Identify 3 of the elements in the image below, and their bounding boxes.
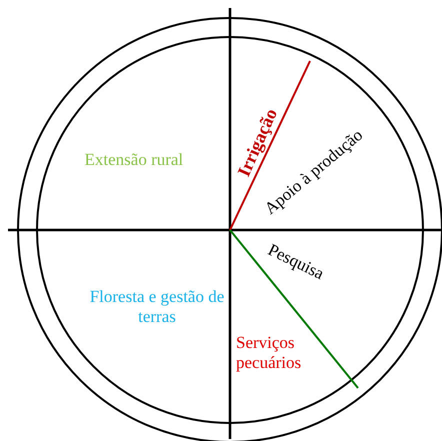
sector-label: Extensão rural [84,150,184,170]
sector-label: Serviços pecuários [236,332,302,374]
sector-label: Floresta e gestão de terras [88,286,226,328]
